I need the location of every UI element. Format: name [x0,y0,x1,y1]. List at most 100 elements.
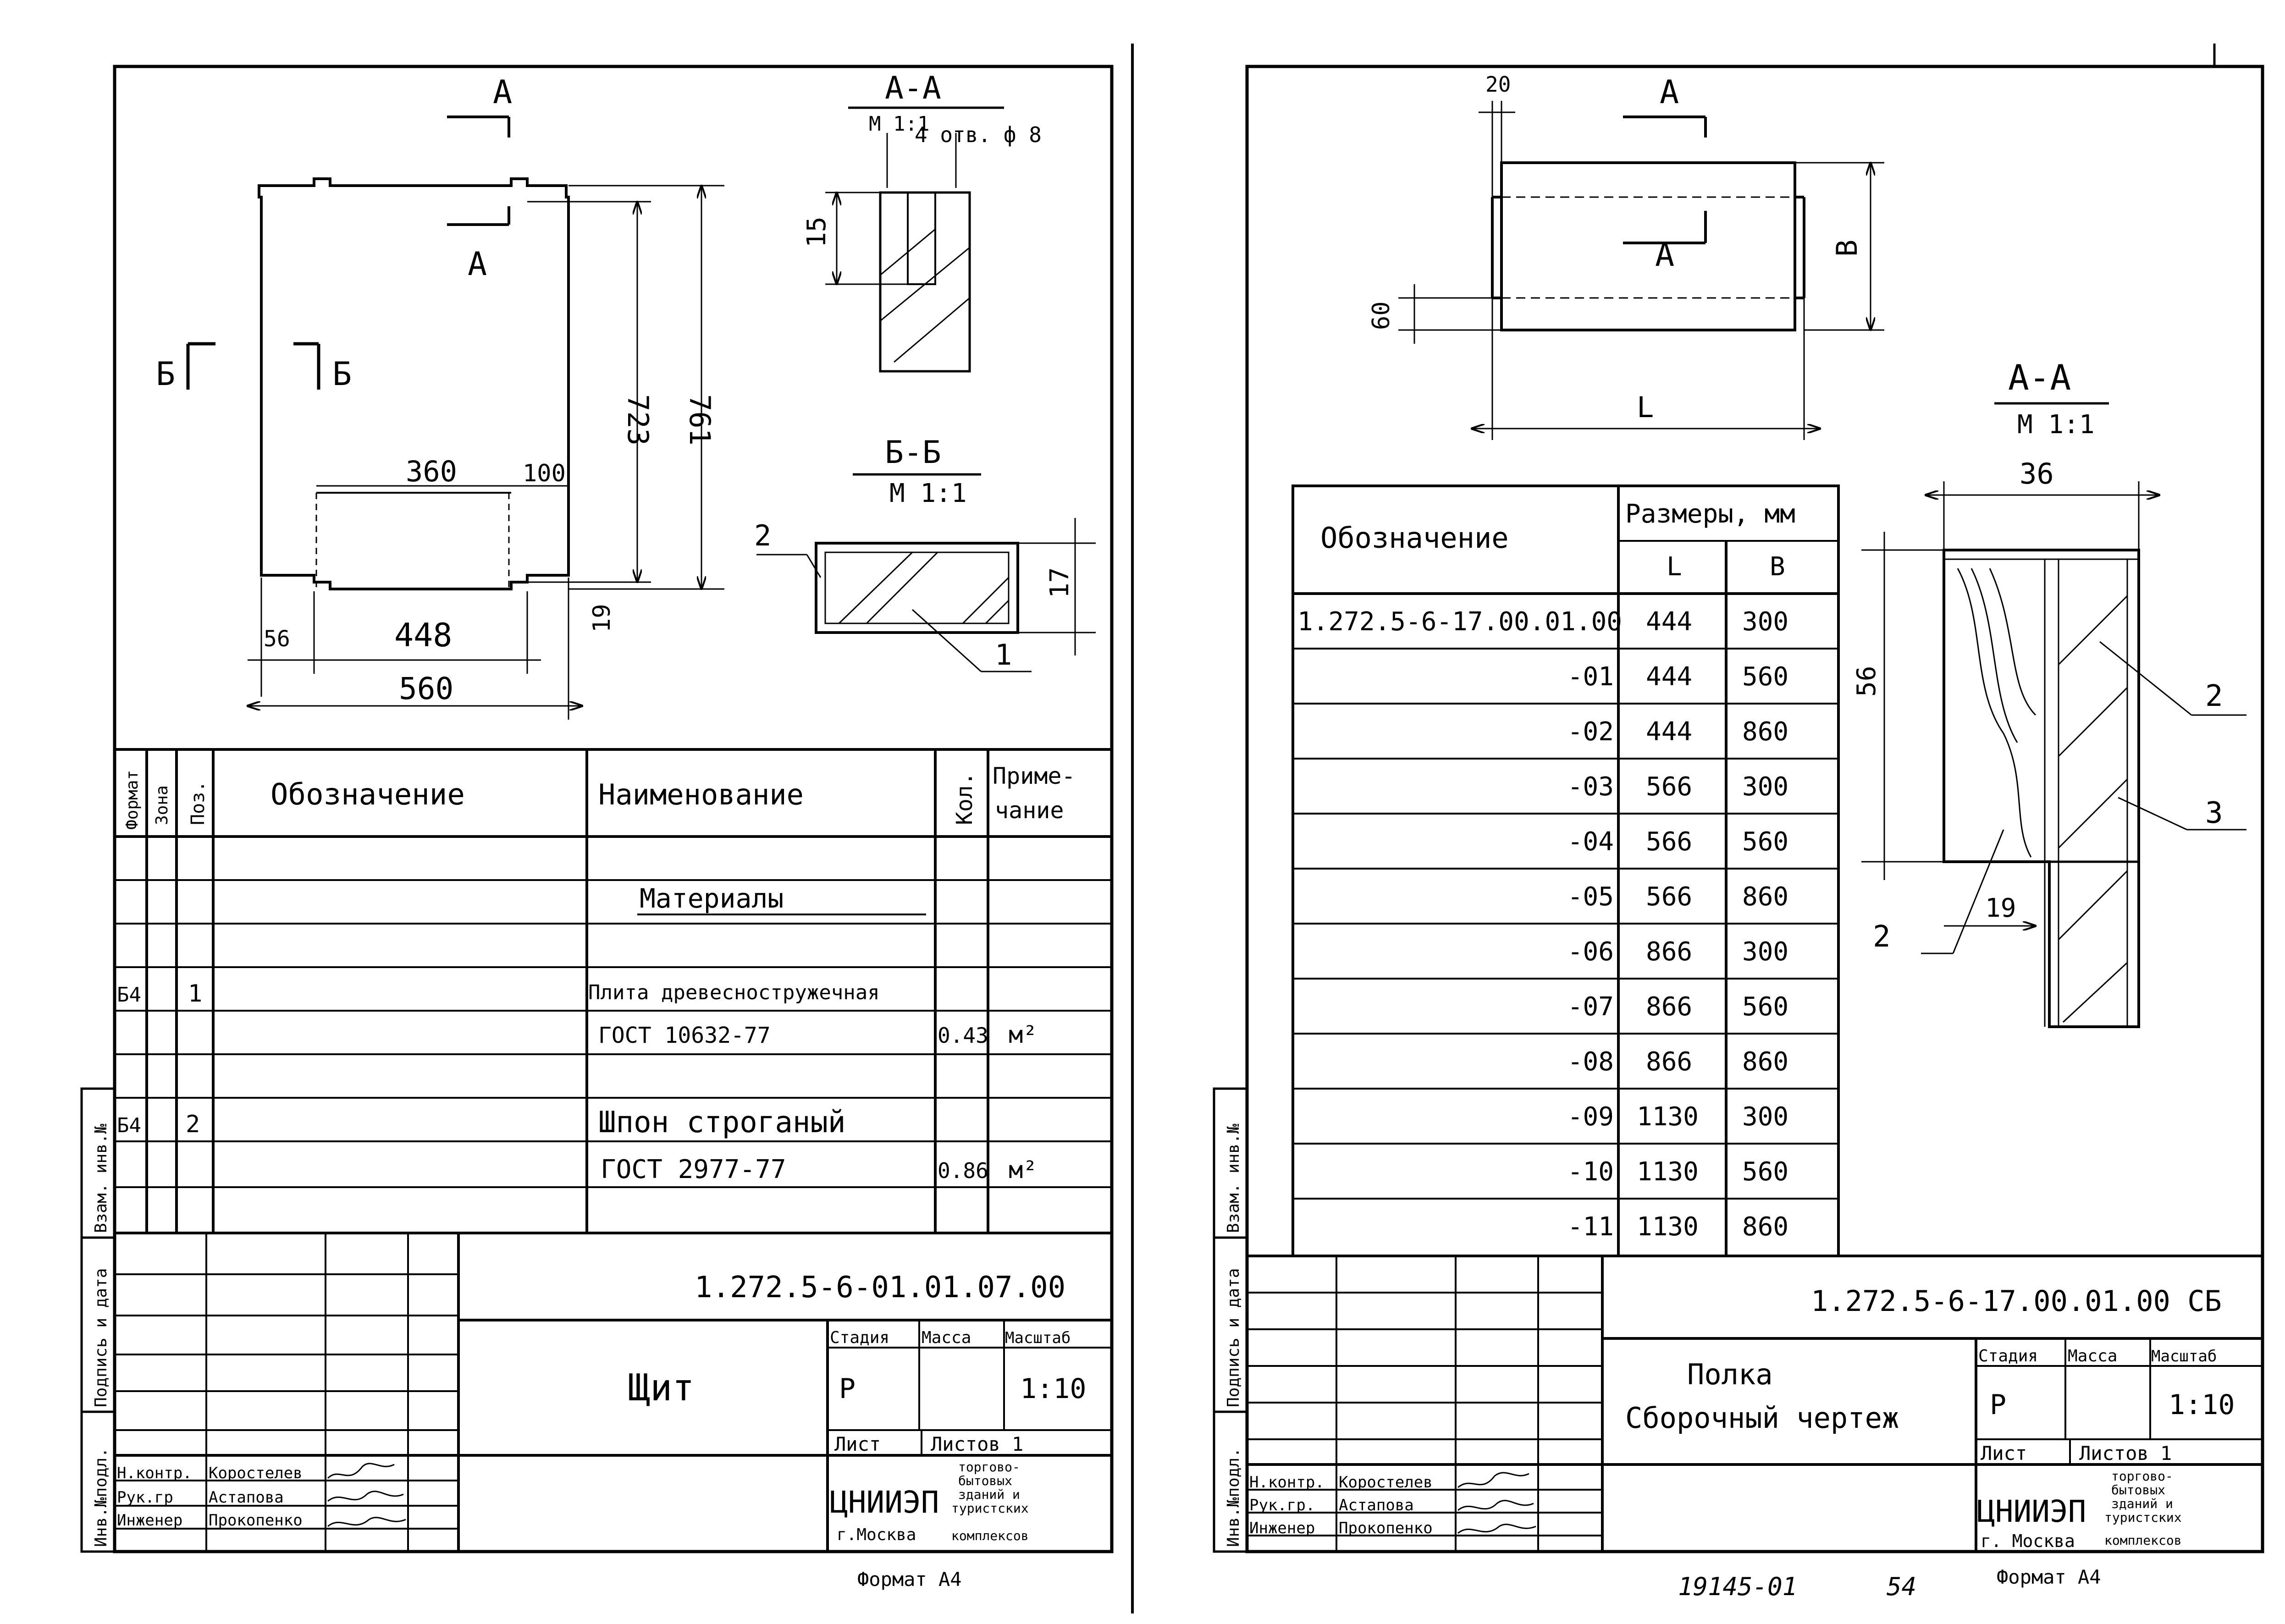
spec-row4-qty: 0.86 [938,1158,988,1183]
sizes-row-3-L: 566 [1646,772,1692,802]
sizes-row-9-B: 300 [1742,1102,1788,1132]
spec-row2-qty: 0.43 [938,1023,988,1048]
dim-761: 761 [683,394,717,446]
sheet2-mass-label: Масса [2068,1347,2117,1365]
sheet2-stage-label: Стадия [1978,1347,2038,1365]
sheet1-title-block [115,1233,1112,1552]
sizes-row-5-L: 566 [1646,882,1692,912]
sizes-row-1-B: 560 [1742,662,1788,692]
spec-table [115,748,1112,1234]
s2-section-mark-top: А [1660,73,1679,111]
sizes-row-4-d: -04 [1567,827,1614,857]
sheet1-title: Щит [628,1366,695,1409]
s2-dim-B: B [1830,240,1864,257]
spec-header-format: Формат [123,770,142,830]
sheet1-org-line-3: зданий и [958,1487,1020,1502]
spec-row1-pos: 1 [188,980,202,1007]
sheet2-side-strip [1213,1087,1248,1553]
sizes-header-L: L [1667,552,1682,582]
sheet2-name-3: Прокопенко [1339,1519,1433,1537]
spec-row3-name: Шпон строганый [598,1106,845,1140]
sizes-row-6-d: -06 [1567,937,1614,967]
sheet1-role-3: Инженер [117,1511,182,1530]
spec-row2-name: ГОСТ 10632-77 [598,1023,771,1048]
sheet1-org-short: ЦНИИЭП [830,1485,939,1520]
sizes-row-5-d: -05 [1567,882,1614,912]
sizes-row-7-d: -07 [1567,992,1614,1022]
sizes-row-7-B: 560 [1742,992,1788,1022]
section-aa-mark-bottom: А [468,245,487,283]
sheet1-org-line-4: туристских [951,1501,1029,1516]
sheet1-org-line-2: бытовых [958,1473,1012,1488]
sheet2-archive-no: 19145-01 [1678,1572,1797,1601]
sheet1-role-2: Рук.гр [117,1488,173,1507]
sheet2-side-vzam: Взам. инв.№ [1224,1123,1243,1233]
sheet1-name-1: Коростелев [209,1464,303,1482]
sheet2-page-no: 54 [1887,1572,1916,1601]
panel-view [186,116,724,720]
sizes-row-2-d: -02 [1567,717,1614,747]
sheet1-scale: 1:10 [1020,1373,1087,1405]
sheet2-title-2: Сборочный чертеж [1625,1401,1899,1435]
sizes-row-10-d: -10 [1567,1157,1614,1187]
sheet2-side-podpis: Подпись и дата [1224,1268,1243,1407]
sheet1-format: Формат А4 [857,1568,962,1591]
sheet2-org-line-1: торгово- [2111,1469,2173,1484]
sheet1-scale-label: Масштаб [1005,1329,1071,1347]
sizes-row-11-L: 1130 [1637,1212,1699,1242]
sizes-row-11-d: -11 [1567,1212,1614,1242]
spec-row1-format: Б4 [117,983,141,1007]
spec-header-designation: Обозначение [270,778,465,812]
sheet2-stage: Р [1990,1389,2006,1421]
s2-section-mark-bottom: А [1655,236,1674,274]
sheet1-role-1: Н.контр. [117,1464,192,1482]
section-aa-holes: 4 отв. ф 8 [915,122,1042,147]
spec-section-title: Материалы [640,883,784,914]
spec-row4-name: ГОСТ 2977-77 [601,1155,786,1184]
sheet2-name-1: Коростелев [1339,1473,1433,1492]
s2-dim-56: 56 [1852,666,1882,697]
s2-dim-60: 60 [1368,301,1395,330]
sizes-row-6-L: 866 [1646,937,1692,967]
signature-prokopenko-2 [1457,1524,1536,1534]
signature-korostelev [327,1463,395,1479]
sheet1-side-strip [80,1087,116,1553]
sheet2-role-3: Инженер [1249,1519,1315,1537]
sheet2-name-2: Астапова [1339,1496,1414,1514]
sizes-row-5-B: 860 [1742,882,1788,912]
sheet1-name-3: Прокопенко [209,1511,303,1530]
sheet2-sheets-label: Листов 1 [2079,1442,2172,1464]
spec-header-pos: Поз. [188,781,209,825]
sheet2-role-2: Рук.гр. [1249,1496,1315,1514]
signature-astapova-2 [1457,1500,1534,1511]
sizes-row-8-d: -08 [1567,1047,1614,1077]
signature-prokopenko [327,1517,406,1527]
section-aa-mark-top: А [493,73,512,111]
sheet2-side-inv: Инв.№подл. [1224,1448,1243,1547]
section-bb-scale: М 1:1 [889,479,967,508]
section-bb-mark-right: Б [332,355,352,393]
sheet1-mass-label: Масса [922,1328,971,1347]
sheet1-name-2: Астапова [209,1488,284,1507]
sheet2-org-line-2: бытовых [2111,1482,2165,1497]
dim-19: 19 [588,604,616,633]
sheet2-frame [1245,65,2264,1553]
sizes-table [1292,484,1840,1257]
section-bb-dim-17: 17 [1045,567,1075,598]
sizes-row-8-B: 860 [1742,1047,1788,1077]
sheet2-role-1: Н.контр. [1249,1473,1325,1492]
sizes-row-10-B: 560 [1742,1157,1788,1187]
sizes-row-9-L: 1130 [1637,1102,1699,1132]
sheet2-city: г. Москва [1981,1531,2075,1551]
sizes-row-0-L: 444 [1646,607,1692,637]
sheet1-org-line-1: торгово- [958,1459,1020,1475]
section-aa-title: А-А [885,70,941,106]
sizes-row-3-d: -03 [1567,772,1614,802]
s2-section-scale: М 1:1 [2017,410,2095,440]
dim-560: 560 [399,671,453,706]
spec-header-name: Наименование [598,778,804,811]
sheet1-stage: Р [839,1373,855,1405]
sizes-header-B: B [1770,552,1785,582]
section-aa-view [825,106,1004,373]
sizes-row-9-d: -09 [1567,1102,1614,1132]
